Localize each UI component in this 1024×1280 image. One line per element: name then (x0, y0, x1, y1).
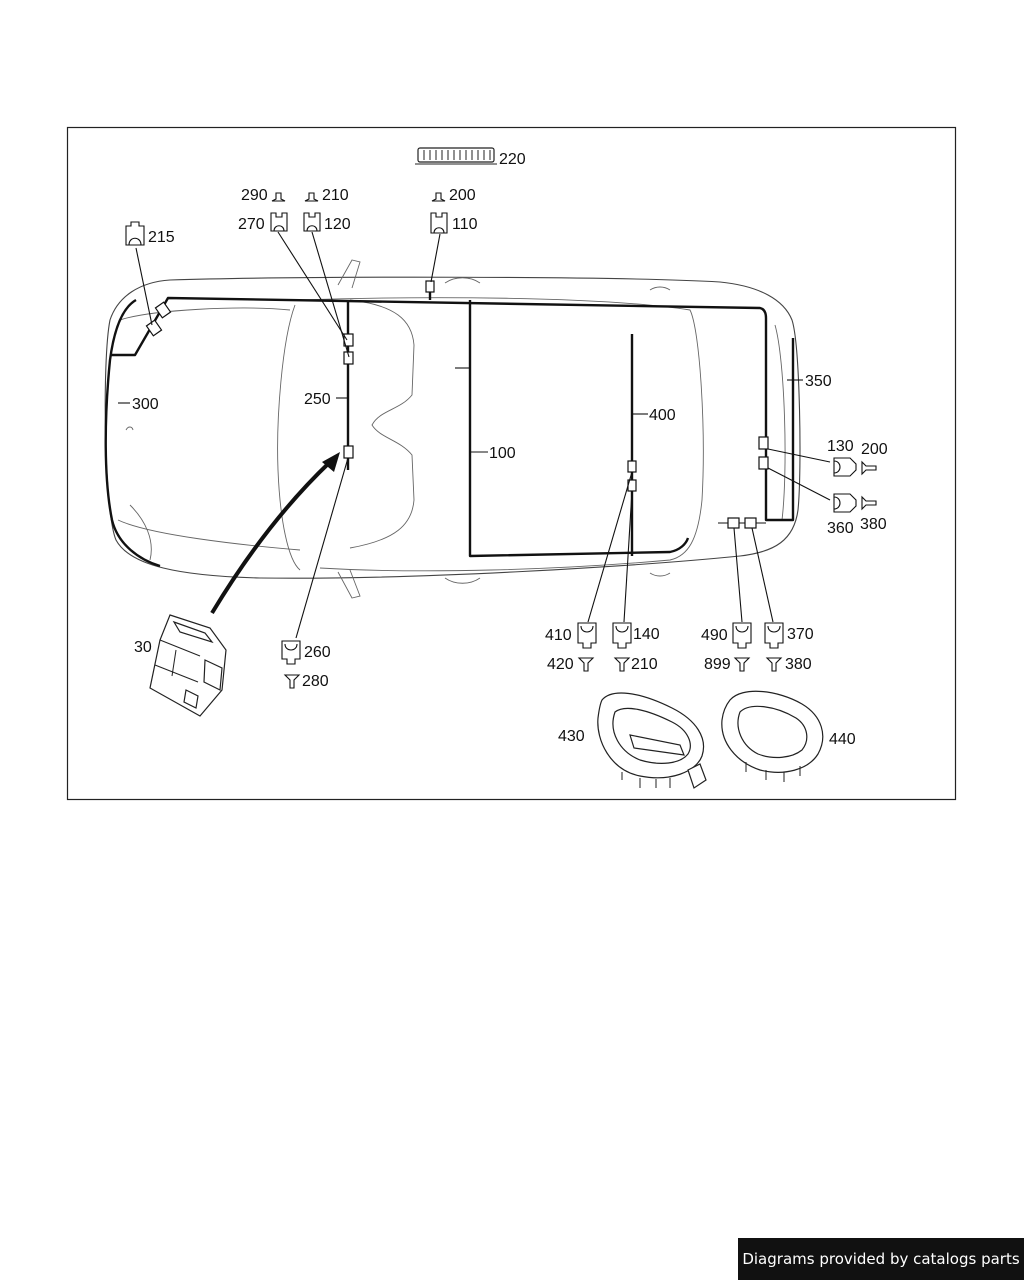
symbol-260-housing (281, 640, 301, 665)
label-200-right: 200 (861, 441, 888, 458)
footer-attribution-badge: Diagrams provided by catalogs parts (738, 1238, 1024, 1280)
part-30-control-module[interactable] (149, 614, 227, 717)
label-270: 270 (238, 216, 265, 233)
label-130: 130 (827, 438, 854, 455)
label-200-top: 200 (449, 187, 476, 204)
label-280: 280 (302, 673, 329, 690)
label-250: 250 (304, 391, 331, 408)
part-440-handle-trim[interactable] (721, 690, 824, 782)
label-210-top: 210 (322, 187, 349, 204)
label-430: 430 (558, 728, 585, 745)
label-360: 360 (827, 520, 854, 537)
label-899: 899 (704, 656, 731, 673)
label-100: 100 (489, 445, 516, 462)
symbol-210b-pin (613, 657, 631, 672)
part-220-connector-strip[interactable] (415, 147, 497, 165)
symbol-290-pin (271, 192, 286, 202)
label-380-right: 380 (860, 516, 887, 533)
label-350: 350 (805, 373, 832, 390)
label-120: 120 (324, 216, 351, 233)
leader-lines (118, 231, 831, 639)
label-260: 260 (304, 644, 331, 661)
label-370: 370 (787, 626, 814, 643)
symbol-200b-pin (861, 460, 877, 476)
symbol-270-housing (270, 212, 288, 232)
inline-connectors (145, 280, 769, 529)
label-210-bottom: 210 (631, 656, 658, 673)
label-400: 400 (649, 407, 676, 424)
label-220: 220 (499, 151, 526, 168)
symbol-420-pin (577, 657, 595, 672)
symbol-410-housing (577, 622, 597, 649)
label-30: 30 (134, 639, 152, 656)
symbol-215-housing (125, 221, 145, 246)
part-labels: 220 290 210 200 270 120 110 215 250 300 … (132, 151, 888, 748)
footer-attribution-text: Diagrams provided by catalogs parts (742, 1250, 1020, 1268)
symbol-140-housing (612, 622, 632, 649)
symbol-110-housing (430, 212, 448, 234)
symbol-200-pin (431, 192, 446, 202)
symbol-380b-pin (765, 657, 783, 672)
symbol-490-housing (732, 622, 752, 649)
label-420: 420 (547, 656, 574, 673)
label-410: 410 (545, 627, 572, 644)
part-430-handle-trim[interactable] (597, 692, 707, 789)
label-215: 215 (148, 229, 175, 246)
symbol-370-housing (764, 622, 784, 649)
label-440: 440 (829, 731, 856, 748)
symbol-360-housing (833, 493, 857, 513)
symbol-120-housing (303, 212, 321, 232)
harness-lines (104, 288, 795, 568)
symbol-130-housing (833, 457, 857, 477)
car-body-outline (104, 259, 801, 599)
symbol-380a-pin (861, 495, 877, 511)
arrow-part-30 (210, 452, 340, 615)
symbol-210-pin (304, 192, 319, 202)
label-110: 110 (452, 216, 478, 233)
label-490: 490 (701, 627, 728, 644)
symbol-899-pin (733, 657, 751, 672)
label-140: 140 (633, 626, 660, 643)
diagram-frame (66, 126, 957, 801)
label-300: 300 (132, 396, 159, 413)
symbol-280-pin (283, 674, 301, 689)
label-290: 290 (241, 187, 268, 204)
label-380-bottom: 380 (785, 656, 812, 673)
